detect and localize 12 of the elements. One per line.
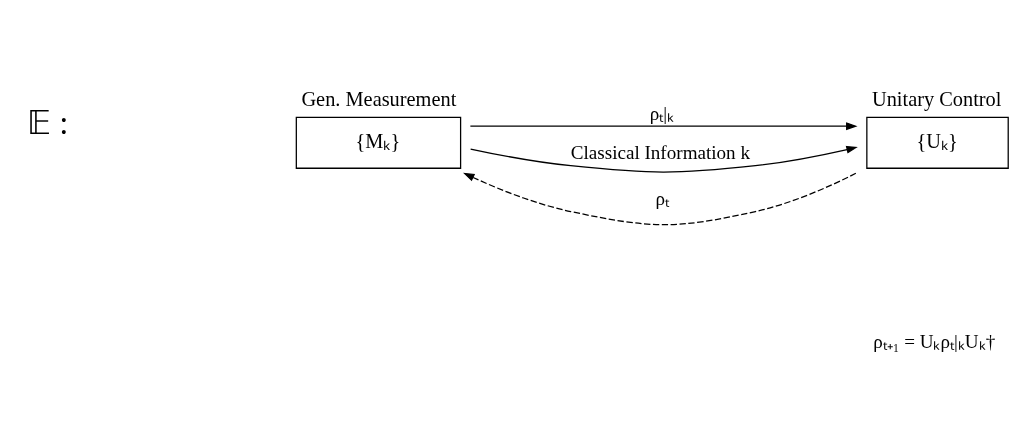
edge-label: ρₜ <box>655 187 669 209</box>
node-label: Gen. Measurement <box>301 87 457 110</box>
node-box: {Uₖ} <box>866 116 1009 169</box>
edge-label: ρₜ|ₖ <box>649 102 675 124</box>
label: ρₜ₊₁ = Uₖρₜ|ₖUₖ† <box>873 330 996 352</box>
label: 𝔼 : <box>26 103 69 141</box>
node-box: {Mₖ} <box>295 116 462 169</box>
edge-label: Classical Information k <box>570 141 750 163</box>
arrow <box>463 172 857 225</box>
arrow <box>469 121 858 130</box>
arrow <box>470 145 858 173</box>
node-label: Unitary Control <box>871 87 1002 110</box>
